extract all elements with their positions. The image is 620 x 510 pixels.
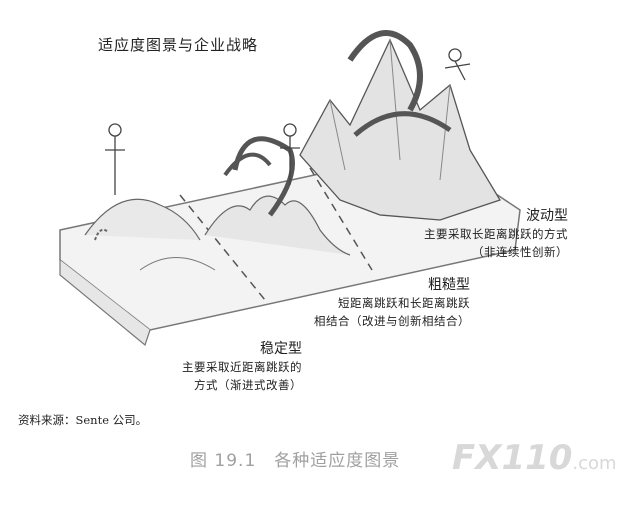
zone-name: 波动型 bbox=[526, 208, 568, 224]
zone-divider-2 bbox=[309, 167, 373, 271]
watermark-brand: FX110 bbox=[452, 438, 573, 478]
sheet-fold bbox=[59, 260, 151, 347]
zone-description: （非连续性创新） bbox=[472, 245, 568, 259]
watermark-suffix: .com bbox=[572, 453, 617, 474]
watermark-logo: FX110.com bbox=[452, 438, 617, 478]
zone-stable-label: 稳定型 主要采取近距离跳跃的 方式（渐进式改善） bbox=[182, 338, 302, 394]
fitness-landscape-illustration bbox=[59, 30, 521, 347]
zone-description: 方式（渐进式改善） bbox=[194, 378, 302, 392]
zone-description: 短距离跳跃和长距离跳跃 bbox=[338, 296, 470, 310]
dancing-ridge-lines bbox=[329, 39, 451, 181]
zone-description: 相结合（改进与创新相结合） bbox=[314, 314, 470, 328]
rugged-hills bbox=[204, 195, 351, 256]
stable-mound bbox=[139, 257, 216, 271]
zone-name: 稳定型 bbox=[260, 341, 302, 357]
pogo-jumper-right bbox=[444, 48, 471, 81]
zone-description: 主要采取近距离跳跃的 bbox=[182, 360, 302, 374]
small-hop-arrow bbox=[94, 228, 109, 241]
zone-description: 主要采取长距离跳跃的方式 bbox=[424, 227, 568, 241]
pogo-jumper-left bbox=[105, 123, 125, 195]
figure-title: 适应度图景与企业战略 bbox=[98, 36, 259, 54]
source-note: 资料来源：Sente 公司。 bbox=[18, 413, 148, 427]
zone-rugged-label: 粗糙型 短距离跳跃和长距离跳跃 相结合（改进与创新相结合） bbox=[314, 274, 470, 330]
stable-hill bbox=[84, 198, 201, 241]
zone-divider-1 bbox=[179, 194, 266, 301]
short-jump-arrow bbox=[223, 152, 272, 177]
pogo-jumper-middle bbox=[280, 123, 300, 185]
long-jump-arrow bbox=[347, 30, 423, 112]
zone-name: 粗糙型 bbox=[428, 277, 470, 293]
figure-caption: 图 19.1 各种适应度图景 bbox=[190, 451, 401, 471]
long-jump-arrow-2 bbox=[353, 111, 452, 137]
zone-dancing-label: 波动型 主要采取长距离跳跃的方式 （非连续性创新） bbox=[424, 205, 568, 261]
